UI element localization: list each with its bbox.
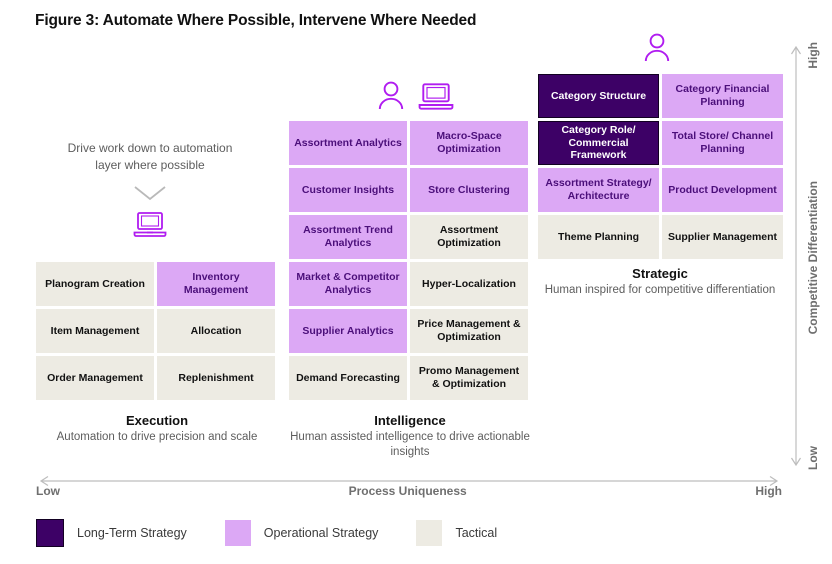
x-axis-labels: Low Process Uniqueness High (36, 484, 782, 498)
legend-item: Operational Strategy (224, 520, 379, 546)
matrix-cell: Customer Insights (289, 168, 407, 212)
x-axis-low-label: Low (36, 484, 60, 498)
matrix-cell: Macro-Space Optimization (410, 121, 528, 165)
matrix-cell: Assortment Trend Analytics (289, 215, 407, 259)
matrix-cell: Order Management (36, 356, 154, 400)
intelligence-column-icons (378, 80, 454, 115)
legend-label: Long-Term Strategy (77, 526, 187, 540)
legend-item: Long-Term Strategy (36, 519, 187, 547)
y-axis-low-label: Low (806, 446, 820, 470)
x-axis-title: Process Uniqueness (348, 484, 467, 498)
matrix-cell: Hyper-Localization (410, 262, 528, 306)
y-axis-title: Competitive Differentiation (806, 180, 820, 335)
y-axis-arrow (790, 42, 802, 470)
caption-subtitle: Human inspired for competitive different… (544, 284, 776, 296)
legend-swatch-tactical (416, 520, 443, 546)
strategic-column-icons (644, 32, 670, 67)
matrix-cell: Store Clustering (410, 168, 528, 212)
matrix-cell: Category Structure (538, 74, 659, 118)
legend-label: Operational Strategy (263, 526, 379, 540)
legend-item: Tactical (416, 520, 497, 546)
legend-label: Tactical (455, 526, 498, 540)
matrix-cell: Category Financial Planning (662, 74, 783, 118)
figure-title: Figure 3: Automate Where Possible, Inter… (35, 12, 477, 29)
matrix-cell: Replenishment (157, 356, 275, 400)
matrix-cell: Item Management (36, 309, 154, 353)
matrix-cell: Inventory Management (157, 262, 275, 306)
intelligence-caption: Intelligence Human assisted intelligence… (289, 413, 531, 460)
matrix-cell: Promo Management & Optimization (410, 356, 528, 400)
legend: Long-Term Strategy Operational Strategy Ta… (36, 519, 535, 547)
execution-caption: Execution Automation to drive precision … (36, 413, 278, 445)
x-axis-high-label: High (755, 484, 782, 498)
matrix-cell: Planogram Creation (36, 262, 154, 306)
matrix-cell: Allocation (157, 309, 275, 353)
matrix-cell: Assortment Strategy/ Architecture (538, 168, 659, 212)
laptop-icon (418, 82, 454, 115)
chevron-down-icon (60, 185, 240, 201)
matrix-cell: Total Store/ Channel Planning (662, 121, 783, 165)
person-icon (378, 80, 404, 115)
matrix-cell: Category Role/ Commercial Framework (538, 121, 659, 165)
caption-title: Intelligence (374, 413, 446, 428)
matrix-cell: Market & Competitor Analytics (289, 262, 407, 306)
matrix-cell: Supplier Management (662, 215, 783, 259)
y-axis-labels: High Competitive Differentiation Low (800, 42, 826, 470)
matrix-cell: Price Management & Optimization (410, 309, 528, 353)
matrix-cell: Assortment Optimization (410, 215, 528, 259)
annotation-text: Drive work down to automation layer wher… (67, 141, 233, 172)
laptop-icon (60, 211, 240, 237)
caption-title: Execution (125, 413, 189, 428)
matrix-cell: Theme Planning (538, 215, 659, 259)
matrix-cell: Demand Forecasting (289, 356, 407, 400)
strategic-caption: Strategic Human inspired for competitive… (538, 266, 782, 298)
person-icon (644, 32, 670, 67)
caption-title: Strategic (632, 266, 688, 281)
x-axis-arrow (36, 474, 782, 487)
caption-subtitle: Human assisted intelligence to drive act… (290, 431, 530, 459)
matrix-cell: Assortment Analytics (289, 121, 407, 165)
legend-swatch-longterm (36, 519, 64, 547)
legend-swatch-operational (224, 520, 251, 546)
automation-annotation: Drive work down to automation layer wher… (60, 140, 240, 237)
matrix-cell: Supplier Analytics (289, 309, 407, 353)
matrix-cell: Product Development (662, 168, 783, 212)
y-axis-high-label: High (806, 42, 820, 69)
caption-subtitle: Automation to drive precision and scale (56, 431, 258, 443)
